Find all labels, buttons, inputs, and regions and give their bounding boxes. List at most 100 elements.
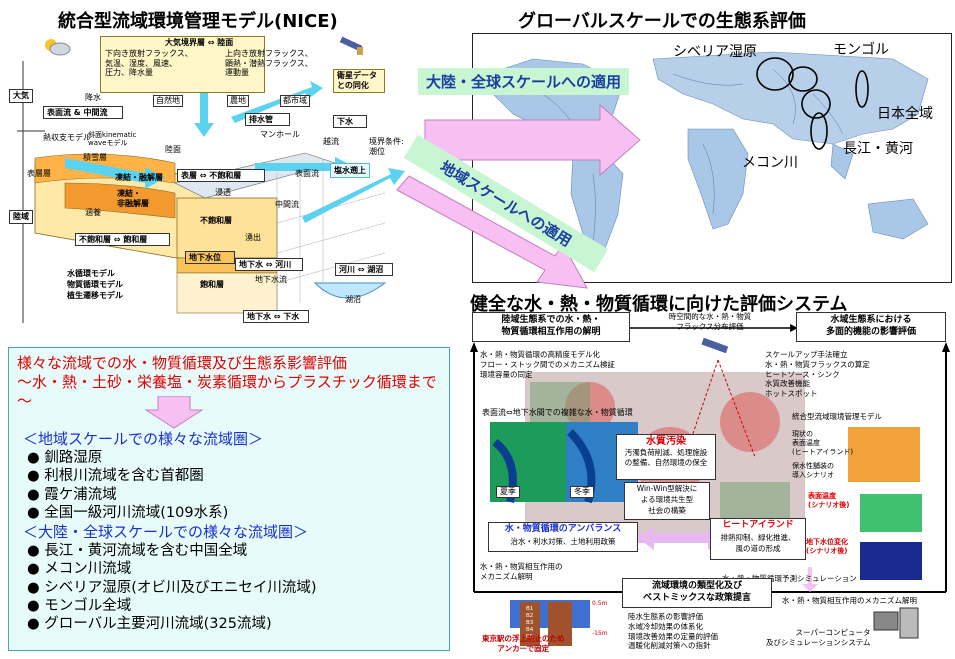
system-diagram: 陸域生態系での水・熱・ 物質循環相互作用の解明 時空間的な水・熱・物質 フラック…	[470, 312, 952, 656]
precip-label: 降水	[85, 93, 101, 102]
map-label-mongolia: モンゴル	[833, 42, 889, 58]
regional-arrow-shape	[396, 175, 588, 289]
frozen-melt-label: 凍結・融解層	[115, 173, 163, 182]
head-flux-distribution: 時空間的な水・熱・物質 フラックス分布評価	[668, 312, 752, 331]
rad-up-label: 上向き放射フラックス、 顕熱・潜熱フラックス、 運動量	[225, 49, 313, 78]
surface-unsat-box: 表層 ⇔ 不飽和層	[177, 169, 265, 182]
drain-pipe-box: 排水管	[245, 113, 290, 126]
continental-arrow-label: 大陸・全球スケールへの適用	[418, 68, 630, 95]
recharge-label: 涵養	[85, 208, 101, 217]
regional-list: ● 釧路湿原 ● 利根川流域を含む首都圏 ● 霞ケ浦流域 ● 全国一級河川流域(…	[27, 449, 228, 522]
land-label: 陸域	[9, 210, 33, 224]
tokyo-station-caption: 東京駅の浮上防止のため アンカーで固定	[482, 634, 565, 653]
list-item: ● 全国一級河川流域(109水系)	[27, 504, 229, 521]
list-item: ● シベリア湿原(オビ川及びエニセイ川流域)	[27, 579, 317, 596]
list-item: ● 霞ケ浦流域	[27, 486, 117, 503]
surf-temp-scenario-label: 表面温度 (シナリオ後)	[808, 492, 850, 510]
surface-layer-label: 表層層	[27, 169, 51, 178]
list-item: ● メコン川流域	[27, 561, 132, 578]
lake-label: 湖沼	[345, 295, 361, 304]
land-surface-label: 陸面	[165, 145, 181, 154]
depth-bottom: -15m	[592, 630, 608, 637]
nice-title: 統合型流域環境管理モデル(NICE)	[58, 11, 338, 32]
winwin-box: Win-Win型解決に よる環境共生型 社会の構築	[624, 482, 710, 520]
boundary-label: 境界条件: 潮位	[369, 137, 404, 156]
simulation-label: 水・熱・物質循環予測シミュレーション	[722, 574, 857, 583]
gw-level-box: 地下水位	[185, 251, 235, 264]
depth-top: 0.5m	[592, 600, 608, 607]
system-title: 健全な水・熱・物質循環に向けた評価システム	[470, 294, 848, 315]
map-label-japan: 日本全域	[877, 106, 933, 122]
heat-island-text: 排熱抑制、緑化推進、 風の道の形成	[720, 533, 796, 553]
list-item: ● 長江・黄河流域を含む中国全域	[27, 543, 248, 559]
global-head: ＜大陸・全球スケールでの様々な流域圏＞	[23, 523, 309, 541]
urban-label: 都市域	[280, 95, 310, 107]
summary-lead: 様々な流域での水・物質循環及び生態系影響評価 ～水・熱・土砂・栄養塩・炭素循環か…	[17, 354, 437, 410]
current-temp-label: 現状の 表面温度 (ヒートアイランド)	[792, 430, 854, 457]
policy-box: 流域環境の類型化及び ベストミックスな政策提言	[622, 578, 772, 608]
salt-intrusion-label: 塩水遡上	[330, 163, 370, 178]
floor-labels: B1 B2 B3 B4 B5	[526, 606, 534, 640]
imbalance-title: 水・物質循環のアンバランス	[504, 524, 622, 534]
river-lake-box: 河川 ⇔ 湖沼	[335, 263, 393, 276]
farmland-label: 農地	[227, 95, 249, 107]
head-land-ecosystem: 陸域生態系での水・熱・ 物質循環相互作用の解明	[472, 312, 630, 342]
mechanism-right: 水・熱・物質相互作用のメカニズム解明	[782, 596, 917, 605]
right-notes: スケールアップ手法確立 水・熱・物質フラックスの算定 ヒートソース・シンク 水質…	[765, 350, 870, 398]
satellite-box: 衛星データ との同化	[333, 69, 385, 93]
pollution-text: 汚濁負荷削減、処理施設 の整備、自然環境の保全	[624, 448, 708, 467]
list-item: ● グローバル主要河川流域(325流域)	[27, 616, 272, 633]
models-label: 水循環モデル 物質循環モデル 植生遷移モデル	[67, 269, 123, 300]
surface-flow2-label: 表面流	[295, 169, 319, 178]
list-item: ● モンゴル全域	[27, 597, 132, 614]
sewer-box: 下水	[333, 115, 367, 128]
summary-panel: 様々な流域での水・物質循環及び生態系影響評価 ～水・熱・土砂・栄養塩・炭素循環か…	[8, 347, 450, 651]
supercomputer-label: スーパーコンピュータ 及びシミュレーションシステム	[766, 628, 871, 647]
map-label-siberia: シベリア湿原	[673, 44, 757, 60]
list-item: ● 釧路湿原	[27, 450, 103, 466]
rad-down-label: 下向き放射フラックス、 気温、湿度、風速、 圧力、降水量	[105, 49, 193, 78]
natural-label: 自然地	[153, 95, 183, 107]
summary-down-arrow	[144, 396, 204, 429]
policy-notes: 陸水生態系の影響評価 水域冷却効果の体系化 環境改善効果の定量的評価 温暖化削減…	[628, 612, 718, 651]
imbalance-box: 水・物質循環のアンバランス 治水・利水対策、土地利用政策	[488, 522, 638, 552]
atm-boundary-box	[100, 36, 265, 93]
summer-label: 夏季	[496, 486, 520, 499]
nice-model-label: 統合型流域環境管理モデル	[792, 412, 882, 421]
pollution-title: 水質汚染	[646, 436, 686, 447]
map-label-mekong: メコン川	[742, 155, 798, 171]
unsat-sat-box-left: 不飽和層 ⇔ 飽和層	[75, 233, 170, 246]
global-list: ● 長江・黄河流域を含む中国全域 ● メコン川流域 ● シベリア湿原(オビ川及び…	[27, 542, 317, 633]
frozen-unmelt-label: 凍結・ 非融解層	[117, 189, 149, 208]
nice-diagram: 大気境界層 ⇔ 陸面 下向き放射フラックス、 気温、湿度、風速、 圧力、降水量 …	[5, 33, 415, 333]
regional-head: ＜地域スケールでの様々な流域圏＞	[23, 430, 264, 448]
saturated-label: 飽和層	[200, 280, 224, 289]
global-title: グローバルスケールでの生態系評価	[518, 11, 806, 32]
gw-river-box: 地下水 ⇔ 河川	[235, 258, 303, 271]
imbalance-text: 治水・利水対策、土地利用政策	[510, 537, 616, 546]
atm-boundary-label: 大気境界層 ⇔ 陸面	[165, 38, 234, 47]
gw-sewer-box: 地下水 ⇔ 下水	[243, 310, 309, 323]
heat-model-label: 熱収支モデル	[43, 133, 91, 142]
interface-label: 表面流⇔地下水間での複雑な水・物質循環	[482, 408, 633, 417]
mechanism-left: 水・熱・物質相互作用の メカニズム解明	[480, 562, 563, 581]
heat-island-title: ヒートアイランド	[722, 520, 794, 530]
spring-label: 湧出	[245, 233, 261, 242]
green-scenario-label: 保水性舗装の 導入シナリオ	[792, 462, 834, 480]
kinematic-label: 斜面kinematic waveモデル	[88, 131, 137, 148]
gw-change-scenario-label: 地下水位変化 (シナリオ後)	[806, 538, 848, 556]
snow-layer-label: 積雪層	[83, 153, 107, 162]
seepage-label: 浸透	[215, 188, 231, 197]
head-water-ecosystem: 水域生態系における 多面的機能の影響評価	[796, 312, 946, 342]
winter-label: 冬季	[570, 486, 594, 499]
gw-flow-label: 地下水流	[255, 275, 287, 284]
overflow-label: 越流	[323, 137, 339, 146]
surface-flow-box: 表面流 & 中間流	[43, 106, 123, 119]
atmosphere-label: 大気	[9, 89, 33, 103]
intermediate-label: 中間流	[275, 200, 299, 209]
heat-island-box: ヒートアイランド 排熱抑制、緑化推進、 風の道の形成	[710, 518, 806, 560]
left-notes: 水・熱・物質循環の高精度モデル化 フロー・ストック間でのメカニズム検証 環境容量…	[480, 350, 615, 379]
list-item: ● 利根川流域を含む首都圏	[27, 468, 204, 485]
scale-arrows	[396, 103, 641, 289]
unsat-layer-label: 不飽和層	[200, 216, 232, 225]
